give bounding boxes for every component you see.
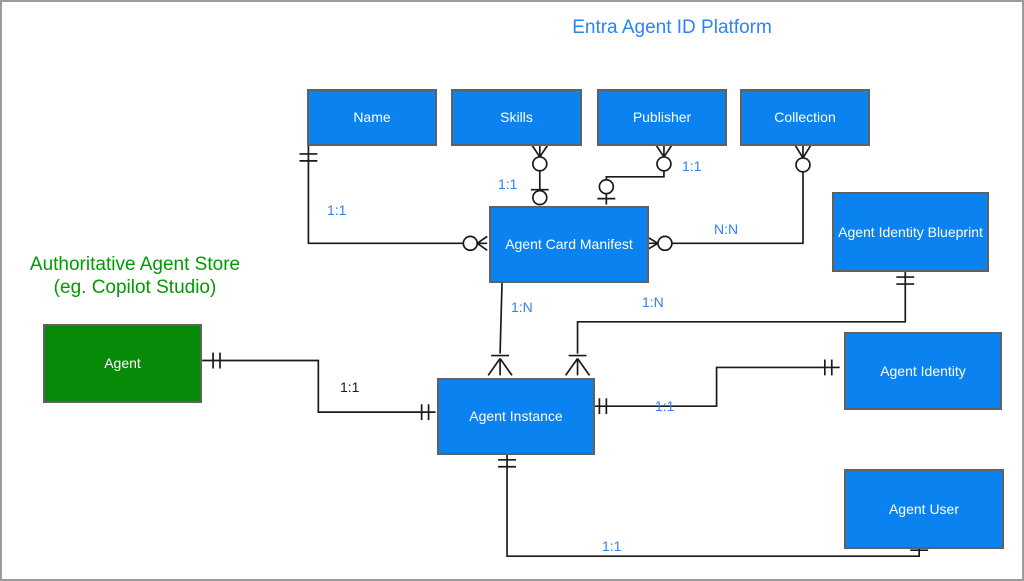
store-heading-line2: (eg. Copilot Studio) bbox=[53, 277, 217, 298]
cardinality-blueprint-to-instance: 1:N bbox=[642, 294, 664, 310]
entity-skills: Skills bbox=[451, 89, 582, 146]
connector-publisher-to-manifest bbox=[597, 144, 673, 205]
diagram-title: Entra Agent ID Platform bbox=[572, 17, 772, 38]
entity-agent-identity-blueprint: Agent Identity Blueprint bbox=[832, 192, 989, 272]
entity-agent-identity: Agent Identity bbox=[844, 332, 1002, 410]
cardinality-name-to-manifest: 1:1 bbox=[327, 202, 347, 218]
entity-agent-card-manifest: Agent Card Manifest bbox=[489, 206, 649, 283]
entity-agent: Agent bbox=[43, 324, 202, 403]
connector-instance-to-identity bbox=[592, 359, 840, 415]
cardinality-collection-to-manifest: N:N bbox=[714, 221, 739, 237]
entity-name: Name bbox=[307, 89, 437, 146]
cardinality-publisher-to-manifest: 1:1 bbox=[682, 158, 702, 174]
cardinality-instance-to-user: 1:1 bbox=[602, 538, 622, 554]
cardinality-agent-to-instance: 1:1 bbox=[340, 379, 360, 395]
authoritative-store-heading: Authoritative Agent Store (eg. Copilot S… bbox=[10, 253, 260, 299]
store-heading-line1: Authoritative Agent Store bbox=[29, 254, 241, 275]
entity-publisher: Publisher bbox=[597, 89, 727, 146]
cardinality-instance-to-identity: 1:1 bbox=[655, 398, 675, 414]
entity-collection: Collection bbox=[740, 89, 870, 146]
cardinality-manifest-to-instance: 1:N bbox=[511, 299, 533, 315]
connector-name-to-manifest bbox=[299, 145, 488, 252]
connector-skills-to-manifest bbox=[530, 144, 549, 206]
connector-instance-to-user bbox=[498, 451, 929, 558]
connector-manifest-to-collection bbox=[645, 144, 812, 252]
entity-agent-instance: Agent Instance bbox=[437, 378, 595, 455]
cardinality-skills-to-manifest: 1:1 bbox=[498, 176, 518, 192]
connector-blueprint-to-instance bbox=[564, 270, 915, 376]
entity-agent-user: Agent User bbox=[844, 469, 1004, 549]
connector-manifest-to-instance bbox=[487, 281, 513, 376]
connector-agent-to-instance bbox=[202, 352, 436, 421]
